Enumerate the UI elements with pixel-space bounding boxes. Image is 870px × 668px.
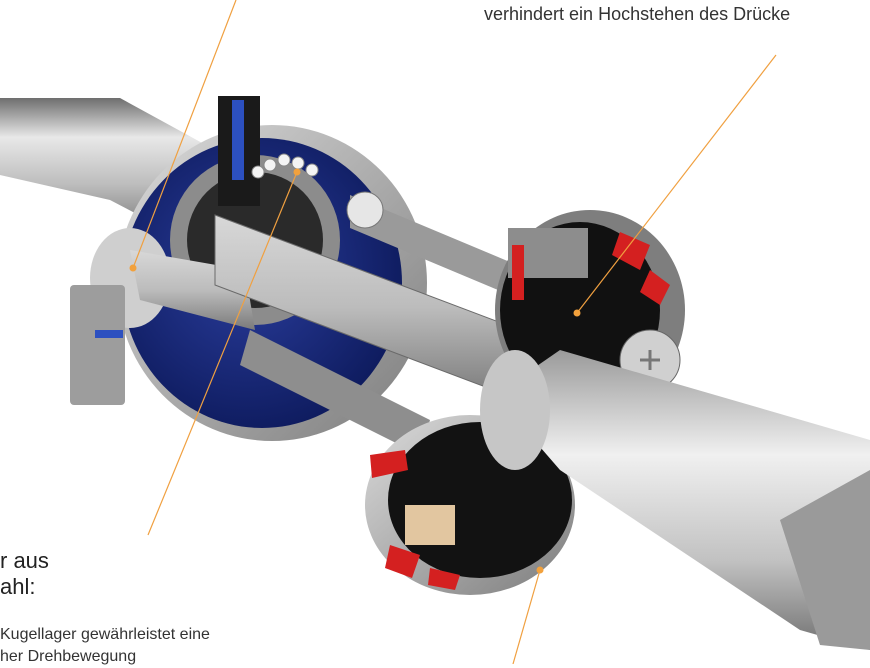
left-cap	[70, 228, 170, 405]
caption-heading-line-1: r aus	[0, 548, 49, 573]
leader-line-bottom	[512, 569, 541, 664]
leader-dot-bottom	[536, 566, 544, 574]
caption-top-right: verhindert ein Hochstehen des Drücke	[484, 4, 791, 24]
caption-body-line-1: Kugellager gewährleistet eine	[0, 626, 210, 643]
leader-dot-top-right	[573, 309, 581, 317]
leader-dot-middle	[293, 168, 301, 176]
leader-line-top-right	[576, 54, 777, 314]
leader-line-middle	[147, 171, 298, 536]
leader-dots	[129, 168, 581, 574]
leader-lines	[132, 0, 777, 664]
screw-upper	[346, 191, 510, 295]
caption-heading-line-2: ahl:	[0, 574, 36, 599]
caption-heading: r aus ahl:	[0, 548, 49, 600]
leader-dot-top-left	[129, 264, 137, 272]
right-handle-tube	[495, 350, 870, 650]
caption-body-line-2: her Drehbewegung	[0, 648, 137, 665]
leader-line-top-left	[132, 0, 237, 269]
ball-bearing	[251, 153, 319, 179]
caption-body: Kugellager gewährleistet eine her Drehbe…	[0, 624, 210, 668]
